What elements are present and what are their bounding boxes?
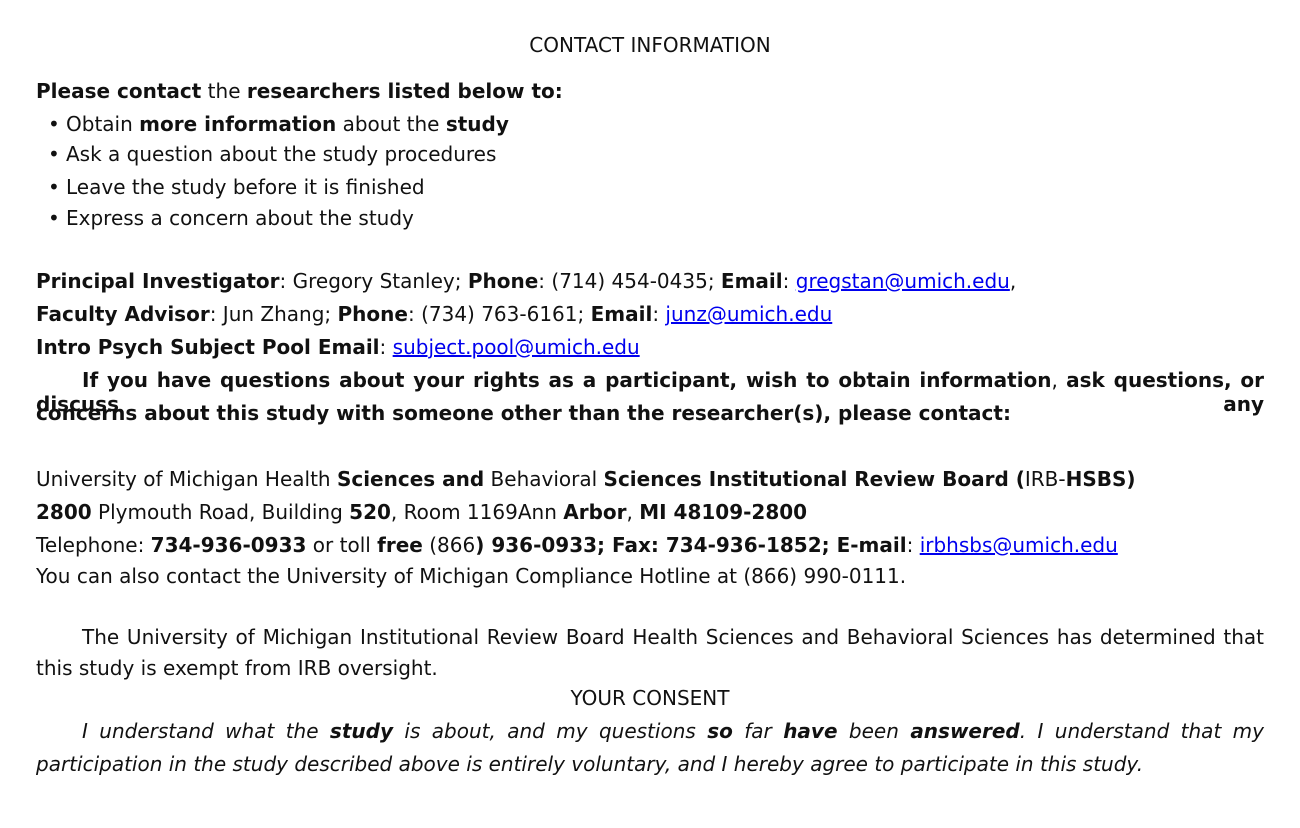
list-item: •Express a concern about the study	[48, 206, 414, 230]
irb-email-link[interactable]: irbhsbs@umich.edu	[919, 533, 1118, 557]
consent-paragraph-line-1: I understand what the study is about, an…	[82, 719, 1264, 743]
pi-email-link[interactable]: gregstan@umich.edu	[795, 269, 1010, 293]
irb-telephone-line: Telephone: 734-936-0933 or toll free (86…	[36, 533, 1118, 557]
bullet-icon: •	[48, 112, 60, 136]
principal-investigator-line: Principal Investigator: Gregory Stanley;…	[36, 269, 1017, 293]
advisor-email-link[interactable]: junz@umich.edu	[665, 302, 833, 326]
list-item: •Leave the study before it is finished	[48, 175, 425, 199]
exempt-paragraph-line-1: The University of Michigan Institutional…	[82, 625, 1264, 649]
bullet-icon: •	[48, 142, 60, 166]
rights-paragraph-line-1: If you have questions about your rights …	[36, 368, 1264, 416]
list-item: •Ask a question about the study procedur…	[48, 142, 497, 166]
your-consent-heading: YOUR CONSENT	[570, 686, 730, 710]
irb-address-line: 2800 Plymouth Road, Building 520, Room 1…	[36, 500, 808, 524]
contact-information-heading: CONTACT INFORMATION	[529, 33, 771, 57]
contact-intro: Please contact the researchers listed be…	[36, 79, 563, 103]
list-item: •Obtain more information about the study	[48, 112, 509, 136]
subject-pool-email-link[interactable]: subject.pool@umich.edu	[392, 335, 640, 359]
subject-pool-line: Intro Psych Subject Pool Email: subject.…	[36, 335, 640, 359]
exempt-paragraph-line-2: this study is exempt from IRB oversight.	[36, 656, 438, 680]
bullet-icon: •	[48, 206, 60, 230]
irb-name-line: University of Michigan Health Sciences a…	[36, 467, 1136, 491]
rights-paragraph-line-2: concerns about this study with someone o…	[36, 401, 1011, 425]
consent-paragraph-line-2: participation in the study described abo…	[36, 752, 1144, 776]
compliance-hotline-line: You can also contact the University of M…	[36, 564, 907, 588]
bullet-icon: •	[48, 175, 60, 199]
faculty-advisor-line: Faculty Advisor: Jun Zhang; Phone: (734)…	[36, 302, 833, 326]
